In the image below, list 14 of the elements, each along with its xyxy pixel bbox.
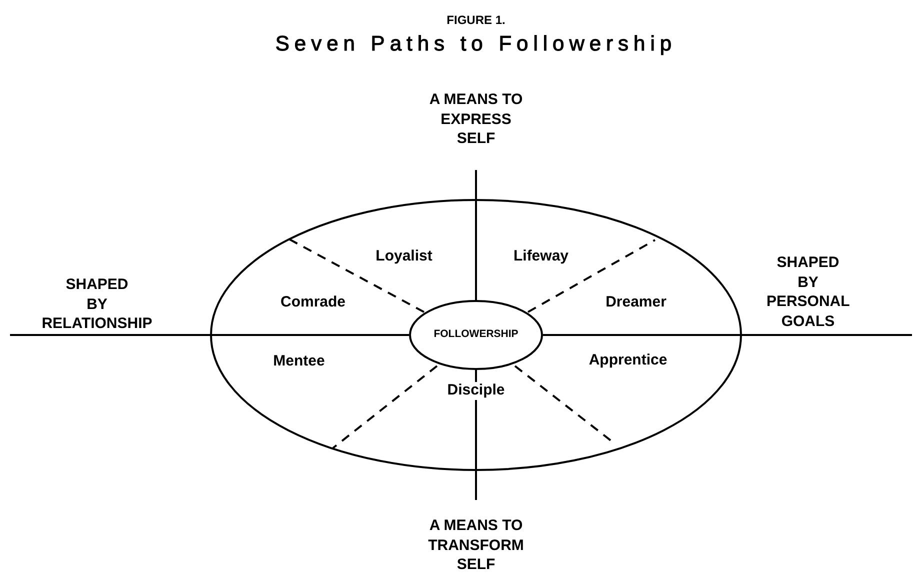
figure-number: FIGURE 1. xyxy=(446,13,506,29)
node-label: FOLLOWERSHIP xyxy=(434,328,518,342)
sector-label: Mentee xyxy=(273,351,325,371)
axis-label: A MEANS TO TRANSFORM SELF xyxy=(427,516,525,574)
title: Seven Paths to Followership xyxy=(275,31,677,58)
sector-label: Loyalist xyxy=(376,246,432,266)
sector-label: Disciple xyxy=(447,380,505,400)
axis-label: A MEANS TO EXPRESS SELF xyxy=(428,90,524,148)
sector-label: Apprentice xyxy=(588,350,668,370)
sector-label: Lifeway xyxy=(513,246,569,266)
sector-label: Dreamer xyxy=(606,292,666,312)
sector-label: Comrade xyxy=(280,292,346,312)
axis-label: SHAPED BY RELATIONSHIP xyxy=(42,274,152,334)
axis-label: SHAPED BY PERSONAL GOALS xyxy=(766,253,850,331)
